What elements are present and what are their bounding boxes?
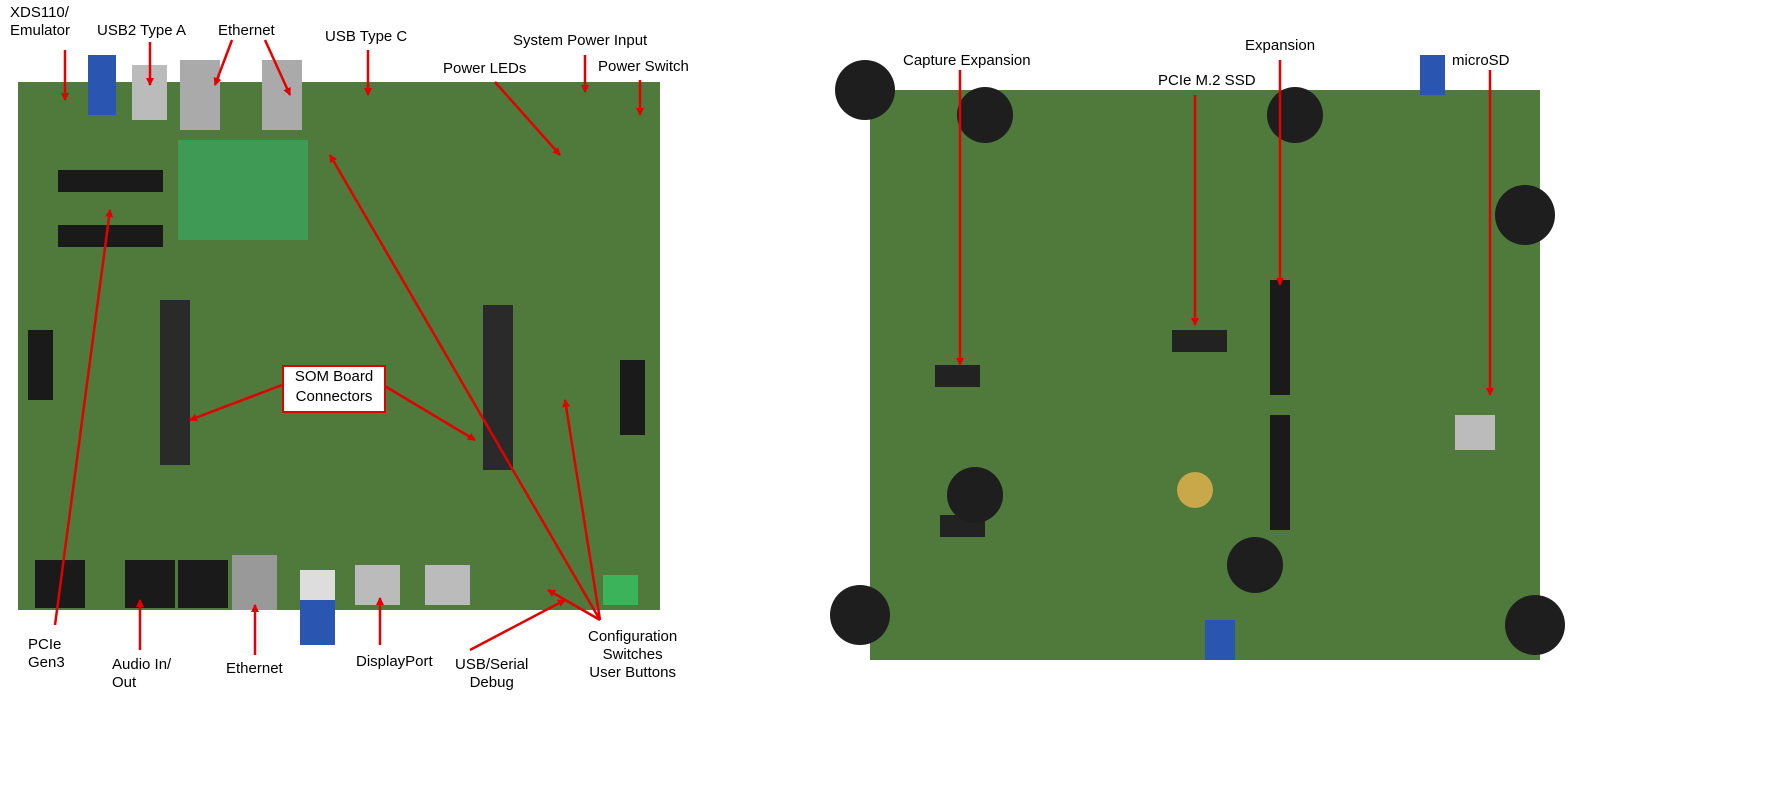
label-line: User Buttons xyxy=(589,664,676,681)
label-pcie-m2: PCIe M.2 SSD xyxy=(1158,72,1256,89)
label-line: SOM Board xyxy=(294,368,374,385)
arrow-power-leds xyxy=(494,81,561,156)
arrow-som-left xyxy=(189,383,283,422)
back-board-photo xyxy=(830,55,1565,660)
label-power-leds: Power LEDs xyxy=(443,60,527,77)
label-line: Connectors xyxy=(295,388,373,405)
label-line: Gen3 xyxy=(28,654,65,671)
label-line: Debug xyxy=(469,674,514,691)
label-power-input: System Power Input xyxy=(513,32,648,49)
label-usb2: USB2 Type A xyxy=(97,22,186,39)
arrow-config-1 xyxy=(328,154,602,621)
label-displayport: DisplayPort xyxy=(356,653,433,670)
label-som-connectors: SOM Board Connectors xyxy=(282,365,386,413)
arrow-ethernet-top-1 xyxy=(213,39,234,86)
arrow-som-right xyxy=(382,383,476,442)
label-pcie: PCIe Gen3 xyxy=(28,636,65,672)
label-line: Emulator xyxy=(10,22,71,39)
label-config: Configuration Switches User Buttons xyxy=(588,628,677,682)
label-ethernet-bottom: Ethernet xyxy=(226,660,283,677)
callout-arrows xyxy=(53,39,1494,655)
label-line: Configuration xyxy=(588,628,678,645)
label-line: Switches xyxy=(602,646,663,663)
arrow-config-3 xyxy=(547,588,601,622)
label-capture-expansion: Capture Expansion xyxy=(903,52,1031,69)
label-usb-serial: USB/Serial Debug xyxy=(455,656,528,692)
label-line: Audio In/ xyxy=(112,656,172,673)
label-power-switch: Power Switch xyxy=(598,58,689,75)
label-microsd: microSD xyxy=(1452,52,1510,69)
label-xds110: XDS110/ Emulator xyxy=(10,4,70,40)
arrow-ethernet-top-2 xyxy=(263,39,292,96)
label-expansion: Expansion xyxy=(1245,37,1316,54)
label-line: USB/Serial xyxy=(455,656,529,673)
label-usb-c: USB Type C xyxy=(325,28,408,45)
arrow-usb-serial xyxy=(469,598,566,652)
label-line: XDS110/ xyxy=(10,4,69,21)
label-line: Out xyxy=(112,674,137,691)
arrow-config-2 xyxy=(562,399,602,621)
label-line: PCIe xyxy=(28,636,62,653)
label-audio: Audio In/ Out xyxy=(112,656,171,692)
label-ethernet-top: Ethernet xyxy=(218,22,275,39)
arrow-pcie xyxy=(53,209,114,626)
